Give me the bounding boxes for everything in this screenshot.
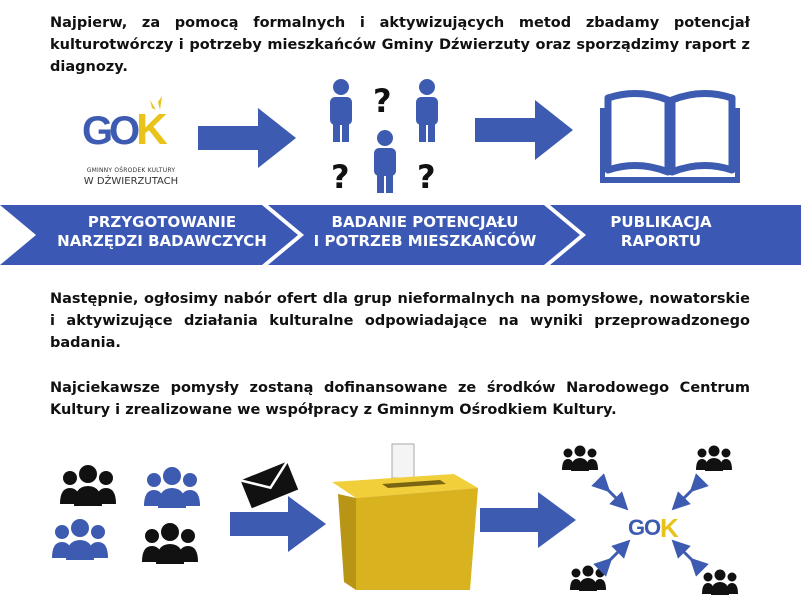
logo-letter-g: G bbox=[82, 109, 113, 153]
gok-hub-diagram: G O K bbox=[562, 445, 738, 595]
logo-letter-o: O bbox=[109, 109, 140, 153]
double-arrow-icon bbox=[591, 473, 709, 577]
gok-caption: GMINNY OŚRODEK KULTURY W DŹWIERZUTACH bbox=[76, 165, 186, 187]
intro-paragraph-1: Najpierw, za pomocą formalnych i aktywiz… bbox=[50, 15, 750, 75]
people-questions-icon: ? ? ? bbox=[330, 79, 438, 196]
person-icon bbox=[374, 130, 396, 193]
arrow-right-icon bbox=[230, 496, 326, 552]
group-icon bbox=[562, 445, 598, 471]
logo-spark-icon bbox=[150, 96, 162, 110]
process-ribbon bbox=[0, 205, 801, 265]
open-book-icon bbox=[600, 90, 740, 183]
intro-paragraph-3: Najciekawsze pomysły zostaną dofinansowa… bbox=[50, 380, 750, 418]
person-icon bbox=[416, 79, 438, 142]
arrow-right-icon bbox=[475, 100, 573, 160]
ballot-paper bbox=[391, 443, 415, 479]
group-icon bbox=[696, 445, 732, 471]
ballot-box-icon bbox=[332, 443, 478, 590]
gok-caption-line2: W DŹWIERZUTACH bbox=[83, 176, 179, 187]
logo-letter-k: K bbox=[136, 105, 168, 154]
group-icon bbox=[702, 569, 738, 595]
gok-caption-line1: GMINNY OŚRODEK KULTURY bbox=[86, 167, 176, 174]
group-icon bbox=[142, 523, 198, 564]
group-icon bbox=[144, 467, 200, 508]
step-chevron bbox=[550, 205, 801, 265]
step-3-label: PUBLIKACJA RAPORTU bbox=[610, 213, 712, 250]
envelope-icon bbox=[240, 460, 299, 509]
arrow-right-icon bbox=[198, 108, 296, 168]
group-icon bbox=[570, 565, 606, 591]
arrow-right-icon bbox=[480, 492, 576, 548]
hub-letter-g: G bbox=[628, 515, 645, 540]
step-chevron bbox=[268, 205, 580, 265]
group-icon bbox=[52, 519, 108, 560]
hub-letter-o: O bbox=[644, 515, 661, 540]
step-chevron bbox=[0, 205, 298, 265]
question-mark: ? bbox=[417, 158, 436, 196]
step-1-label: PRZYGOTOWANIE NARZĘDZI BADAWCZYCH bbox=[57, 213, 267, 250]
hub-letter-k: K bbox=[660, 513, 679, 543]
groups-icon bbox=[52, 465, 200, 564]
person-icon bbox=[330, 79, 352, 142]
question-mark: ? bbox=[331, 158, 350, 196]
step-2-label: BADANIE POTENCJAŁU I POTRZEB MIESZKAŃCÓW bbox=[313, 213, 537, 250]
question-mark: ? bbox=[373, 82, 392, 120]
group-icon bbox=[60, 465, 116, 506]
intro-paragraph-2: Następnie, ogłosimy nabór ofert dla grup… bbox=[50, 291, 750, 351]
gok-logo: G O K bbox=[82, 96, 168, 154]
